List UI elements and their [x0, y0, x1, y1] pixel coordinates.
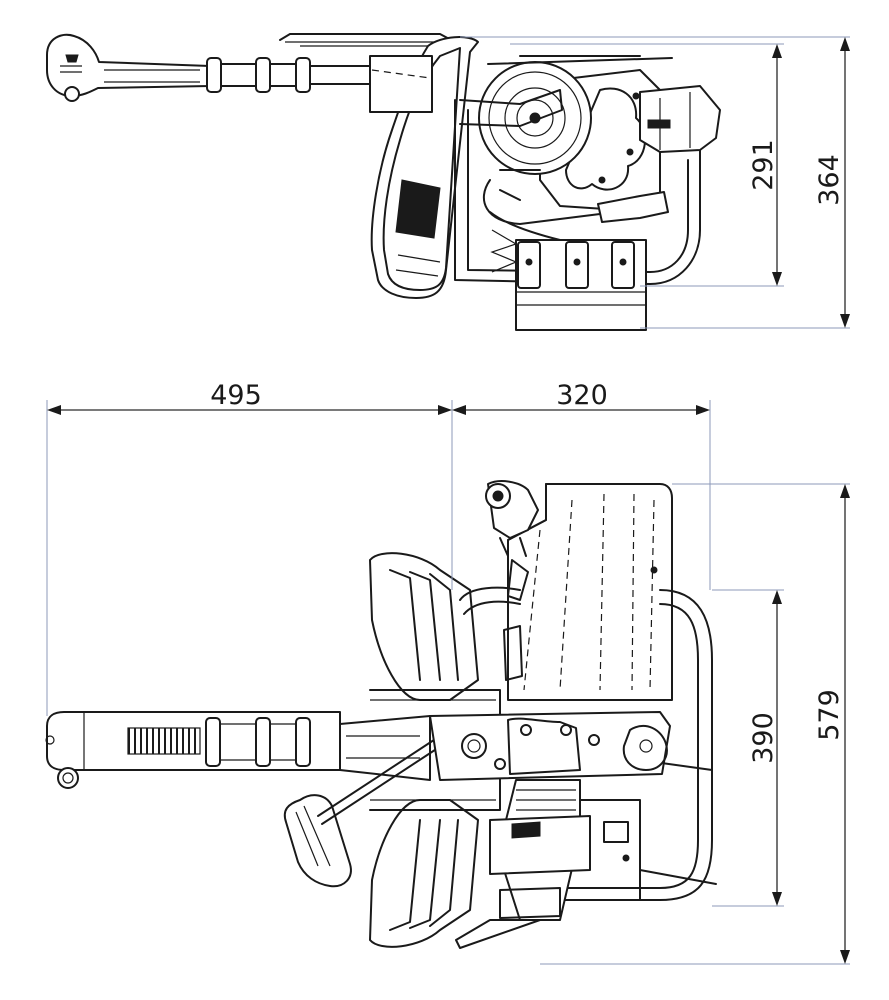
dim-label-390: 390 [748, 712, 779, 764]
side-view [46, 33, 721, 331]
top-shield [369, 552, 501, 948]
top-cylinder [507, 483, 673, 701]
top-mechanism [429, 711, 671, 781]
top-knob [485, 480, 539, 681]
side-body [454, 55, 721, 331]
dim-label-291: 291 [748, 139, 779, 191]
side-shield [369, 36, 479, 299]
dim-label-320: 320 [556, 380, 608, 411]
top-view [45, 480, 717, 949]
side-handle [46, 33, 456, 102]
side-view-dimensions: 291 364 [460, 36, 850, 329]
top-handle [45, 711, 431, 789]
top-view-dimensions: 495 320 390 579 [46, 380, 850, 965]
dim-label-579: 579 [814, 689, 845, 741]
top-starter [455, 779, 641, 949]
carabiner [283, 735, 445, 888]
dim-label-495: 495 [210, 380, 262, 411]
dim-label-364: 364 [814, 154, 845, 206]
